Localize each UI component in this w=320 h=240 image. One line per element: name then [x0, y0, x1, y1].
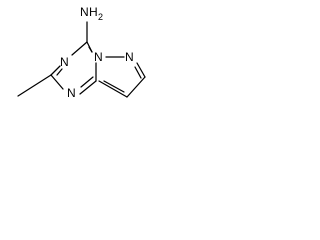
bond-n-left-c2: [50, 65, 61, 76]
bond-c8a-n-bottom-inner: [80, 76, 94, 88]
n-bridge-label: N: [94, 50, 103, 64]
n-left-label: N: [60, 55, 69, 69]
bond-n-pyrazole-c2p: [136, 62, 146, 78]
n-bottom-label: N: [67, 86, 76, 100]
bond-n-bottom-c8a: [79, 80, 97, 95]
bond-c4-n-bridge-inner: [88, 46, 93, 53]
amine-h-count-label: 2: [98, 12, 103, 22]
bond-c2-n-left-inner: [56, 68, 63, 76]
structure-diagram: N H 2 N N N N: [17, 5, 146, 100]
bond-c2p-c3p: [126, 76, 146, 98]
n-pyrazole-label: N: [125, 50, 134, 64]
bond-c3p-c3a: [98, 80, 128, 98]
amine-h-label: H: [89, 5, 98, 19]
bond-c2-n-bottom: [50, 74, 64, 90]
bond-n-pyrazole-c2p-inner: [134, 66, 142, 79]
bond-c2-methyl: [17, 74, 52, 97]
bond-c4-n-left: [71, 41, 88, 56]
bond-c3p-c3a-inner: [103, 80, 125, 93]
amine-n-label: N: [80, 5, 89, 19]
